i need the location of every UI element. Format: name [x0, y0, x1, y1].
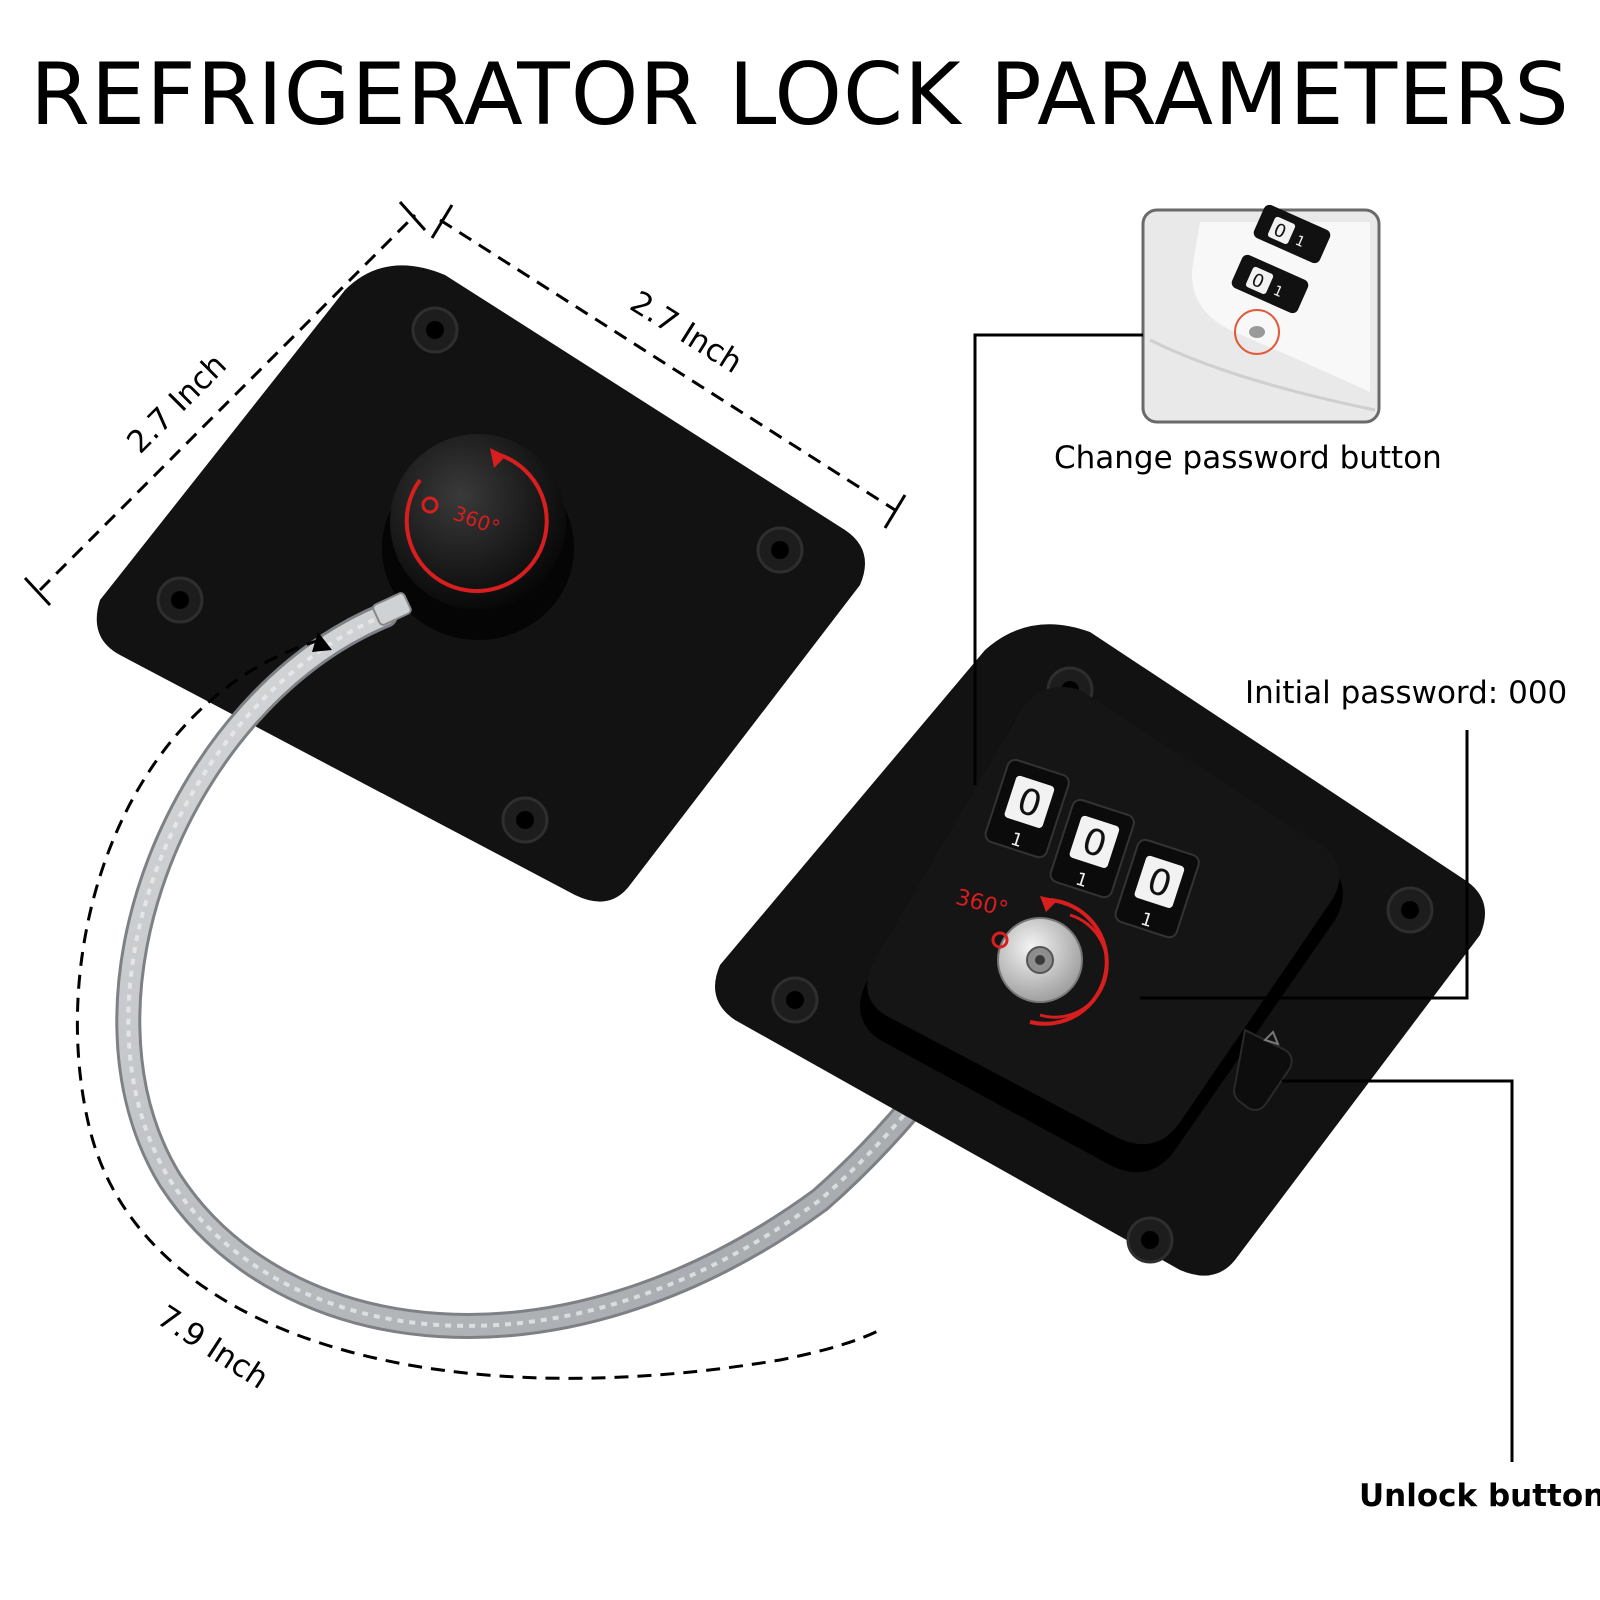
callout-unlock: Unlock button: [1359, 1478, 1600, 1514]
combination-dials: 0 1 0 1 0 1: [984, 758, 1200, 939]
dial-1: 0 1: [984, 758, 1070, 859]
callout-change-password: Change password button: [1054, 440, 1442, 476]
dimension-cable-label: 7.9 Inch: [151, 1299, 275, 1397]
dial-3: 0 1: [1114, 838, 1200, 939]
dimension-side-b-label: 2.7 Inch: [624, 284, 749, 381]
callout-initial-password: Initial password: 000: [1245, 675, 1568, 711]
unlock-button: [1233, 1028, 1293, 1111]
page-title: REFRIGERATOR LOCK PARAMETERS: [30, 45, 1570, 145]
left-rotating-knob: 360°: [382, 434, 574, 640]
dial-2: 0 1: [1049, 798, 1135, 899]
callout-lines: [973, 333, 1514, 1462]
steel-cable: [115, 592, 1023, 1339]
inset-change-password-photo: 0 1 0 1: [1141, 204, 1381, 424]
dimension-side-a-label: 2.7 Inch: [120, 347, 234, 461]
